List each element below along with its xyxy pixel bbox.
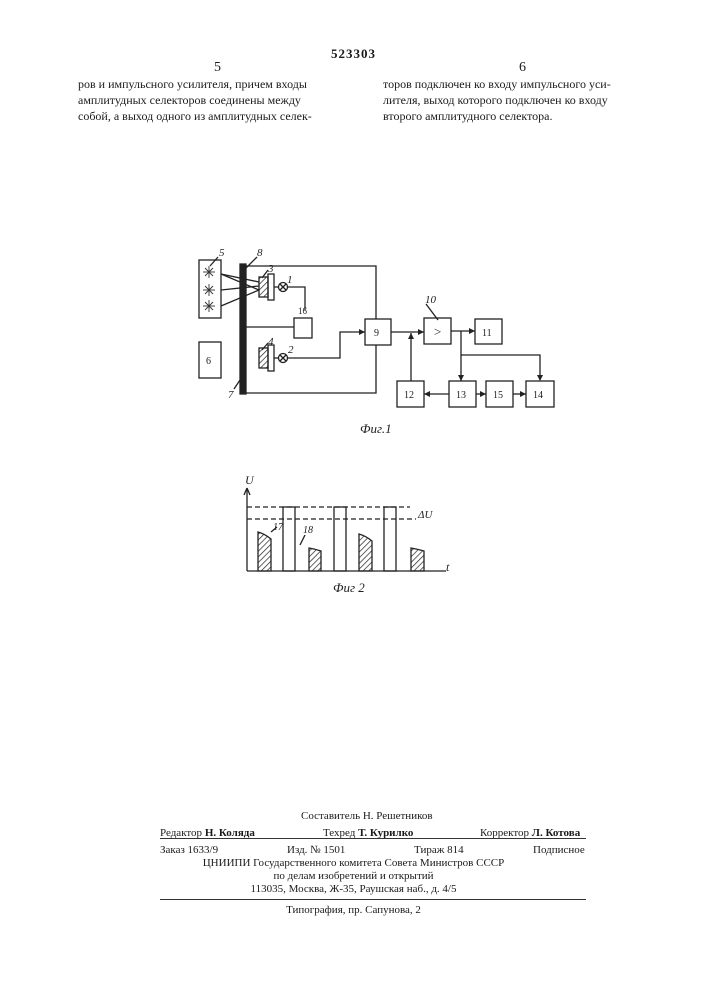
label-8: 8 [257, 247, 263, 259]
block-10 [424, 318, 451, 344]
pulse-hatched-3 [359, 534, 372, 571]
label-5: 5 [219, 247, 225, 259]
block-16 [294, 318, 312, 338]
label-4: 4 [268, 336, 274, 348]
label-3: 3 [267, 263, 274, 275]
left-line-1: ров и импульсного усилителя, причем вход… [78, 76, 356, 92]
lamp-cluster-3-icon [203, 300, 215, 312]
label-14: 14 [533, 390, 543, 401]
block-11 [475, 319, 502, 344]
block-12 [397, 381, 424, 407]
figure-1-caption: Фиг.1 [360, 421, 392, 436]
imprint-divider [160, 899, 586, 900]
imprint-address: 113035, Москва, Ж-35, Раушская наб., д. … [0, 881, 707, 897]
lamp-2 [279, 354, 288, 363]
block-13 [449, 381, 476, 407]
block-15 [486, 381, 513, 407]
imprint-divider-top [160, 838, 586, 839]
label-10: 10 [425, 294, 437, 306]
right-line-2: лителя, выход которого подключен ко вход… [383, 92, 665, 108]
pulse-hatched-4 [411, 548, 424, 571]
left-column-text: ров и импульсного усилителя, причем вход… [78, 76, 356, 124]
sensor-4 [259, 348, 268, 368]
patent-number: 523303 [0, 46, 707, 62]
label-9: 9 [374, 328, 379, 339]
label-15: 15 [493, 390, 503, 401]
figure-2-delta-label: ΔU [417, 509, 433, 521]
imprint-compiler: Составитель Н. Решетников [301, 808, 433, 824]
figure-2-plot [244, 488, 446, 571]
figure-2-label-17: 17 [273, 522, 284, 533]
block-5 [199, 260, 221, 318]
lamp-cluster-1-icon [203, 266, 215, 278]
label-11: 11 [482, 328, 492, 339]
tape-7 [240, 264, 246, 394]
left-column-number: 5 [214, 60, 221, 76]
sensor-3 [259, 277, 268, 297]
left-line-3: собой, а выход одного из амплитудных сел… [78, 108, 356, 124]
right-column-number: 6 [519, 60, 526, 76]
block-9 [365, 319, 391, 345]
lamp-1 [279, 283, 288, 292]
label-13: 13 [456, 390, 466, 401]
figure-2-y-label: U [245, 473, 255, 487]
right-line-3: второго амплитудного селектора. [383, 108, 665, 124]
pulse-tall-2 [334, 507, 346, 571]
pulse-tall-3 [384, 507, 396, 571]
pulse-tall-1 [283, 507, 295, 571]
label-16: 16 [298, 306, 308, 316]
label-12: 12 [404, 390, 414, 401]
pulse-hatched-1 [258, 532, 271, 571]
left-line-2: амплитудных селекторов соединены между [78, 92, 356, 108]
block-14 [526, 381, 554, 407]
label-1: 1 [287, 274, 293, 286]
imprint-printer: Типография, пр. Сапунова, 2 [0, 902, 707, 918]
right-column-text: торов подключен ко входу импульсного уси… [383, 76, 665, 124]
pulse-hatched-2 [309, 548, 321, 571]
label-7: 7 [228, 389, 234, 401]
label-6: 6 [206, 356, 211, 367]
block-6 [199, 342, 221, 378]
right-line-1: торов подключен ко входу импульсного уси… [383, 76, 665, 92]
figure-2-caption: Фиг 2 [333, 580, 365, 595]
label-comparator: > [434, 324, 441, 339]
figure-2-label-18: 18 [303, 525, 313, 536]
lamp-cluster-2-icon [203, 284, 215, 296]
label-2: 2 [288, 344, 294, 356]
figure-2-x-label: t [446, 560, 450, 574]
